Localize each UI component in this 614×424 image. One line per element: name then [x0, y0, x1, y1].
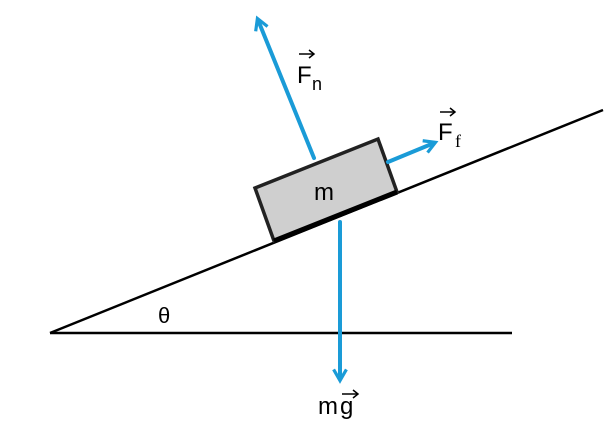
friction-vector-head — [449, 107, 457, 117]
normal-force-subscript: n — [312, 74, 322, 94]
normal-force-arrow — [254, 15, 316, 160]
friction-force-symbol: F — [438, 119, 453, 146]
friction-force-label: F f — [438, 107, 461, 151]
mass-label: m — [314, 179, 334, 206]
normal-force-symbol: F — [297, 62, 312, 89]
weight-gravity-symbol: g — [340, 393, 353, 420]
angle-theta-label: θ — [158, 303, 170, 328]
gravity-vector-head — [352, 389, 360, 399]
weight-mass-symbol: m — [318, 393, 338, 420]
block-contact-edge — [273, 189, 398, 244]
friction-force-arrow — [386, 139, 439, 164]
normal-vector-head — [308, 49, 316, 59]
normal-force-label: F n — [297, 49, 322, 94]
weight-force-label: m g — [318, 389, 360, 420]
mass-block: m — [252, 136, 400, 244]
friction-force-subscript: f — [455, 131, 461, 151]
